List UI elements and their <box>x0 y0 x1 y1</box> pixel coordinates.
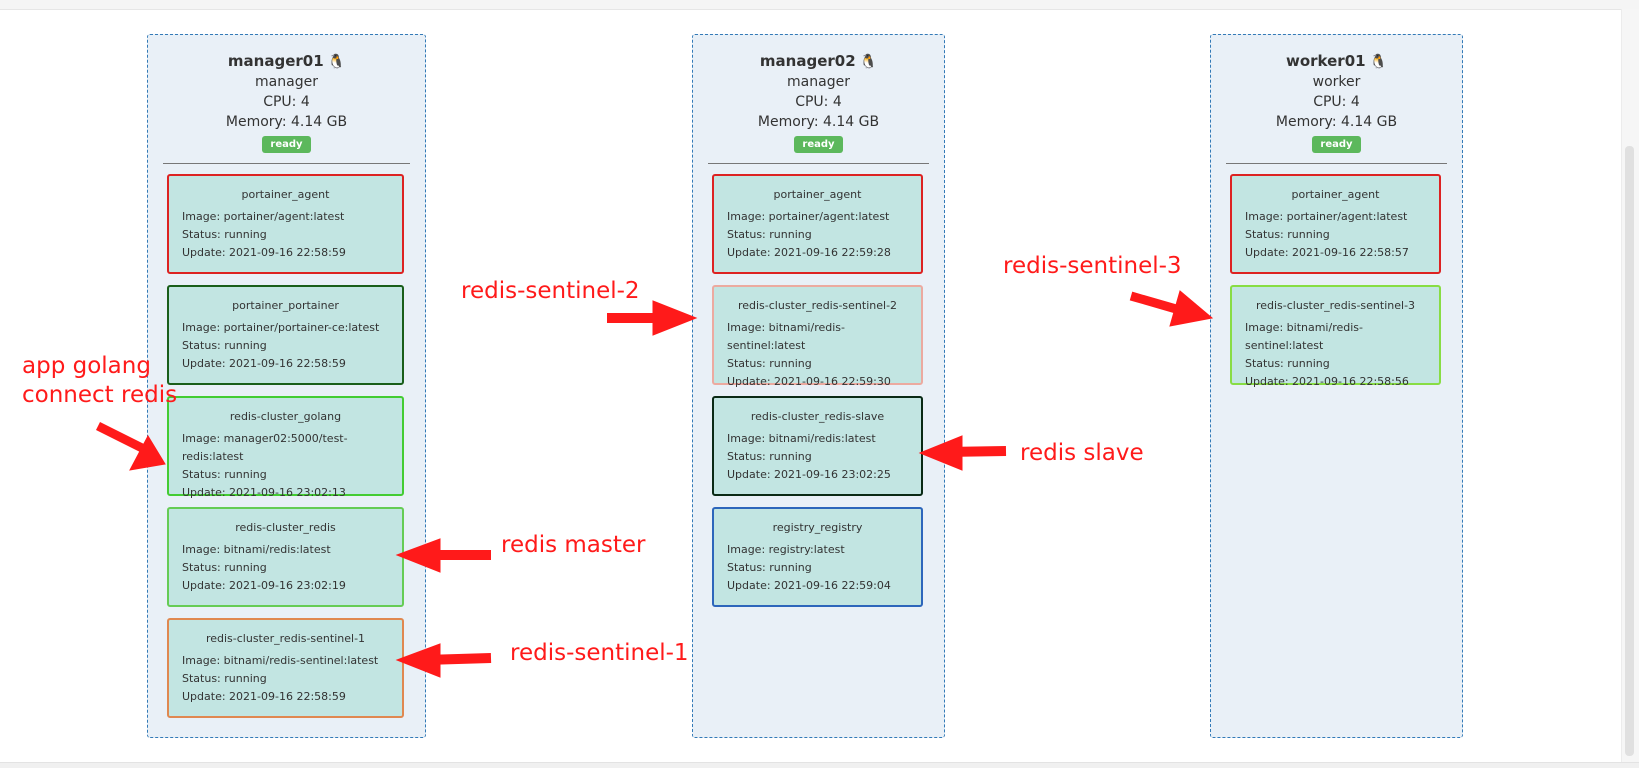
task-card[interactable]: portainer_portainer Image: portainer/por… <box>167 285 404 385</box>
linux-penguin-icon: 🐧 <box>327 54 346 70</box>
node-memory: Memory: 4.14 GB <box>757 114 880 130</box>
task-update: Update: 2021-09-16 22:58:57 <box>1245 246 1409 259</box>
task-status: Status: running <box>182 468 267 481</box>
arrow-icon <box>424 653 492 665</box>
task-card[interactable]: redis-cluster_redis-sentinel-1 Image: bi… <box>167 618 404 718</box>
task-status: Status: running <box>727 450 812 463</box>
node-role: worker <box>1312 74 1361 90</box>
task-image: Image: bitnami/redis:latest <box>727 432 876 445</box>
node-memory: Memory: 4.14 GB <box>225 114 348 130</box>
task-name: redis-cluster_golang <box>229 410 342 423</box>
task-name: redis-cluster_redis-sentinel-2 <box>737 299 898 312</box>
task-update: Update: 2021-09-16 22:58:59 <box>182 246 346 259</box>
node-status-badge: ready <box>1312 136 1361 153</box>
task-name: redis-cluster_redis-slave <box>750 410 885 423</box>
task-card[interactable]: redis-cluster_redis-slave Image: bitnami… <box>712 396 923 496</box>
annotation-redis-master: redis master <box>501 532 646 558</box>
task-image: Image: bitnami/redis-sentinel:latest <box>1245 321 1363 352</box>
node-cpu: CPU: 4 <box>263 94 310 110</box>
node-role: manager <box>787 74 850 90</box>
task-update: Update: 2021-09-16 23:02:13 <box>182 486 346 499</box>
task-card[interactable]: redis-cluster_golang Image: manager02:50… <box>167 396 404 499</box>
task-image: Image: portainer/portainer-ce:latest <box>182 321 380 334</box>
annotation-redis-slave: redis slave <box>1020 440 1144 466</box>
task-name: redis-cluster_redis-sentinel-1 <box>205 632 366 645</box>
bottom-bar <box>0 762 1639 768</box>
task-name: portainer_agent <box>773 188 862 201</box>
task-status: Status: running <box>727 561 812 574</box>
task-status: Status: running <box>727 357 812 370</box>
task-image: Image: bitnami/redis-sentinel:latest <box>182 654 379 667</box>
task-status: Status: running <box>182 339 267 352</box>
node-card: manager02🐧 manager CPU: 4 Memory: 4.14 G… <box>692 34 945 738</box>
scrollbar-thumb[interactable] <box>1625 146 1634 756</box>
linux-penguin-icon: 🐧 <box>859 54 878 70</box>
task-card[interactable]: portainer_agent Image: portainer/agent:l… <box>1230 174 1441 274</box>
task-image: Image: portainer/agent:latest <box>727 210 890 223</box>
task-card[interactable]: registry_registry Image: registry:latest… <box>712 507 923 607</box>
task-card[interactable]: redis-cluster_redis-sentinel-3 Image: bi… <box>1230 285 1441 388</box>
node-name: manager02 <box>759 52 856 70</box>
task-image: Image: bitnami/redis:latest <box>182 543 331 556</box>
task-name: registry_registry <box>772 521 863 534</box>
task-update: Update: 2021-09-16 22:58:56 <box>1245 375 1409 388</box>
node-memory: Memory: 4.14 GB <box>1275 114 1398 130</box>
task-status: Status: running <box>1245 228 1330 241</box>
task-update: Update: 2021-09-16 23:02:19 <box>182 579 346 592</box>
node-role: manager <box>255 74 318 90</box>
arrow-icon <box>1129 291 1185 316</box>
divider <box>708 163 929 164</box>
task-card[interactable]: redis-cluster_redis-sentinel-2 Image: bi… <box>712 285 923 388</box>
divider <box>163 163 410 164</box>
node-status-badge: ready <box>262 136 311 153</box>
annotation-redis-sentinel-3: redis-sentinel-3 <box>1003 253 1182 279</box>
task-card[interactable]: portainer_agent Image: portainer/agent:l… <box>167 174 404 274</box>
task-card[interactable]: redis-cluster_redis Image: bitnami/redis… <box>167 507 404 607</box>
task-update: Update: 2021-09-16 22:59:28 <box>727 246 891 259</box>
task-name: portainer_agent <box>1291 188 1380 201</box>
node-card: manager01🐧 manager CPU: 4 Memory: 4.14 G… <box>147 34 426 738</box>
arrow-icon <box>95 421 153 457</box>
task-name: redis-cluster_redis <box>235 521 336 534</box>
task-image: Image: bitnami/redis-sentinel:latest <box>727 321 845 352</box>
task-update: Update: 2021-09-16 23:02:25 <box>727 468 891 481</box>
task-status: Status: running <box>727 228 812 241</box>
task-image: Image: manager02:5000/test-redis:latest <box>182 432 348 463</box>
task-status: Status: running <box>182 228 267 241</box>
linux-penguin-icon: 🐧 <box>1369 54 1387 70</box>
top-bar <box>0 0 1639 10</box>
task-image: Image: portainer/agent:latest <box>1245 210 1408 223</box>
node-card: worker01🐧 worker CPU: 4 Memory: 4.14 GB … <box>1210 34 1463 738</box>
task-image: Image: registry:latest <box>727 543 845 556</box>
node-name: manager01 <box>227 52 324 70</box>
divider <box>1226 163 1447 164</box>
arrow-head-icon <box>652 300 698 336</box>
task-image: Image: portainer/agent:latest <box>182 210 345 223</box>
task-update: Update: 2021-09-16 22:59:30 <box>727 375 891 388</box>
annotation-app-golang: app golang connect redis <box>22 353 178 408</box>
task-status: Status: running <box>1245 357 1330 370</box>
node-cpu: CPU: 4 <box>795 94 842 110</box>
arrow-icon <box>944 446 1007 457</box>
task-name: portainer_portainer <box>232 299 339 312</box>
task-status: Status: running <box>182 672 267 685</box>
task-update: Update: 2021-09-16 22:58:59 <box>182 690 346 703</box>
node-name: worker01 <box>1285 52 1366 70</box>
task-update: Update: 2021-09-16 22:59:04 <box>727 579 891 592</box>
annotation-redis-sentinel-1: redis-sentinel-1 <box>510 640 689 666</box>
task-name: portainer_agent <box>241 188 330 201</box>
arrow-head-icon <box>1169 290 1214 327</box>
task-card[interactable]: portainer_agent Image: portainer/agent:l… <box>712 174 923 274</box>
task-status: Status: running <box>182 561 267 574</box>
annotation-redis-sentinel-2: redis-sentinel-2 <box>461 278 640 304</box>
node-status-badge: ready <box>794 136 843 153</box>
task-update: Update: 2021-09-16 22:58:59 <box>182 357 346 370</box>
node-cpu: CPU: 4 <box>1313 94 1360 110</box>
task-name: redis-cluster_redis-sentinel-3 <box>1255 299 1416 312</box>
